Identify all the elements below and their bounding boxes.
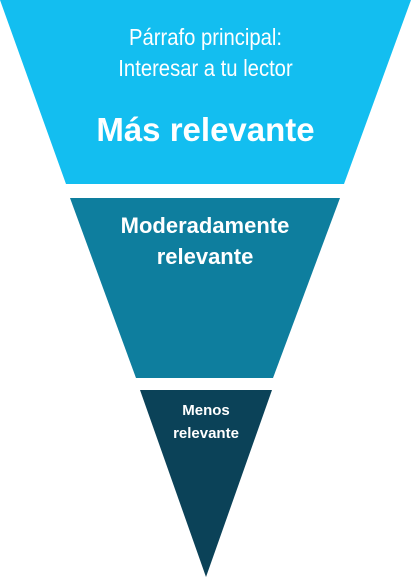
tier-most-relevant bbox=[0, 0, 411, 184]
lead-paragraph-description: Interesar a tu lector bbox=[118, 55, 293, 81]
lead-paragraph-caption: Párrafo principal: Interesar a tu lector bbox=[25, 22, 387, 84]
tier-least-relevant-line2: relevante bbox=[173, 425, 239, 442]
tier-least-relevant-label: Menos relevante bbox=[140, 399, 272, 445]
tier-moderately-relevant-line1: Moderadamente bbox=[120, 213, 290, 238]
tier-most-relevant-label: Más relevante bbox=[96, 111, 315, 148]
tier-least-relevant bbox=[140, 390, 272, 577]
tier-moderately-relevant-line2: relevante bbox=[156, 244, 254, 269]
tier-moderately-relevant bbox=[70, 198, 340, 378]
tier-least-relevant-line1: Menos bbox=[182, 402, 230, 419]
tier-moderately-relevant-label: Moderadamente relevante bbox=[70, 210, 340, 272]
lead-paragraph-title: Párrafo principal: bbox=[128, 24, 282, 50]
